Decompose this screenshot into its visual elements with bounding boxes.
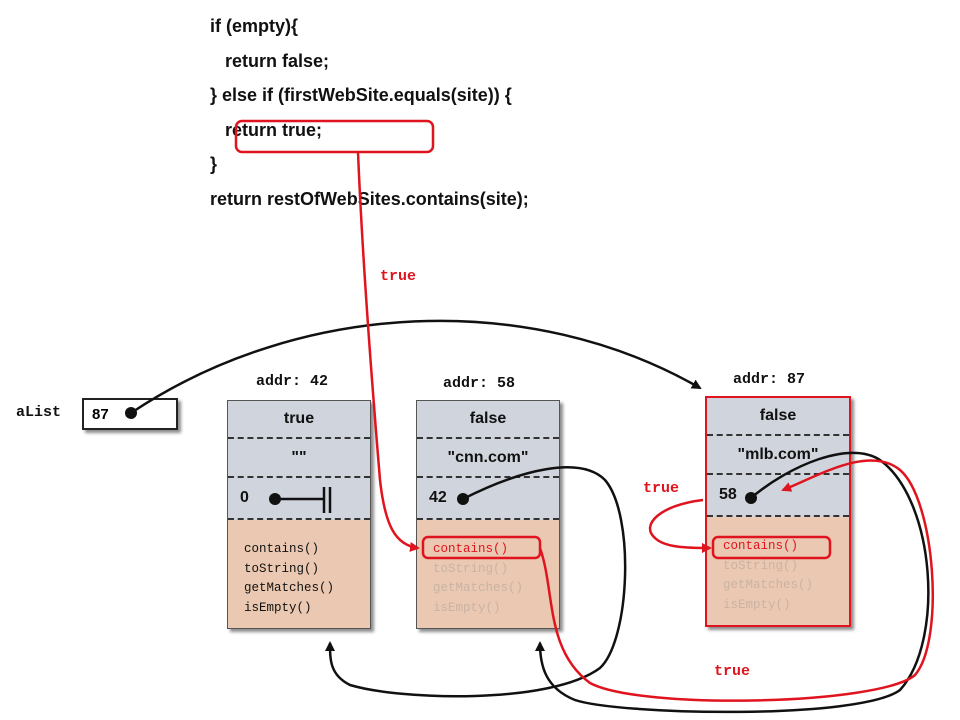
rest-field: 58 <box>707 475 849 517</box>
method-item: toString() <box>723 558 799 573</box>
rest-value: 58 <box>719 486 737 503</box>
code-line: if (empty){ <box>210 16 299 36</box>
code-highlight-box <box>234 119 435 154</box>
node-addr-label: addr: 42 <box>256 373 329 390</box>
rest-value: 42 <box>429 489 447 506</box>
rest-value: 0 <box>240 489 249 506</box>
rest-field: 42 <box>417 478 559 520</box>
pointer-arrow <box>535 451 930 714</box>
method-item: getMatches() <box>723 578 814 592</box>
code-line: return false; <box>210 50 330 71</box>
site-field: "" <box>228 439 370 478</box>
method-item: toString() <box>244 561 320 576</box>
method-item-active: contains() <box>723 539 799 553</box>
code-block: if (empty){ return false; } else if (fir… <box>210 12 529 219</box>
method-item: toString() <box>433 561 509 576</box>
return-value-label: true <box>643 480 680 497</box>
node-addr-label: addr: 58 <box>443 375 516 392</box>
method-highlight-box <box>711 535 832 560</box>
code-line: return restOfWebSites.contains(site); <box>210 188 529 209</box>
methods-list: contains() toString() getMatches() isEmp… <box>707 517 849 625</box>
method-item: getMatches() <box>433 581 524 595</box>
method-item: getMatches() <box>244 581 335 595</box>
empty-field: false <box>417 401 559 439</box>
site-field: "mlb.com" <box>707 436 849 475</box>
code-line: } else if (firstWebSite.equals(site)) { <box>210 85 512 105</box>
empty-field: false <box>707 398 849 436</box>
variable-value: 87 <box>92 405 109 423</box>
method-item: isEmpty() <box>244 600 312 615</box>
code-line: } <box>210 154 218 174</box>
pointer-arrow <box>325 466 627 698</box>
methods-list: contains() toString() getMatches() isEmp… <box>228 520 370 628</box>
method-item: contains() <box>244 542 320 556</box>
variable-box: 87 <box>82 398 178 430</box>
pointer-arrow <box>130 319 702 415</box>
empty-field: true <box>228 401 370 439</box>
variable-name: aList <box>16 404 62 421</box>
node-addr-label: addr: 87 <box>733 371 806 388</box>
list-node-42: true "" 0 contains() toString() getMatch… <box>227 400 371 629</box>
method-item: isEmpty() <box>433 600 501 615</box>
pointer-dot <box>125 407 137 419</box>
code-line-highlighted: return true; <box>210 119 323 140</box>
list-node-58: false "cnn.com" 42 contains() toString()… <box>416 400 560 629</box>
return-arrow <box>648 498 712 553</box>
list-node-87: false "mlb.com" 58 contains() toString()… <box>705 396 851 627</box>
return-value-label: true <box>714 663 751 680</box>
method-item: isEmpty() <box>723 597 791 612</box>
method-highlight-box <box>421 535 542 560</box>
return-arrow <box>356 151 420 552</box>
return-value-label: true <box>380 268 417 285</box>
return-arrow <box>538 459 934 702</box>
method-item-active: contains() <box>433 542 509 556</box>
